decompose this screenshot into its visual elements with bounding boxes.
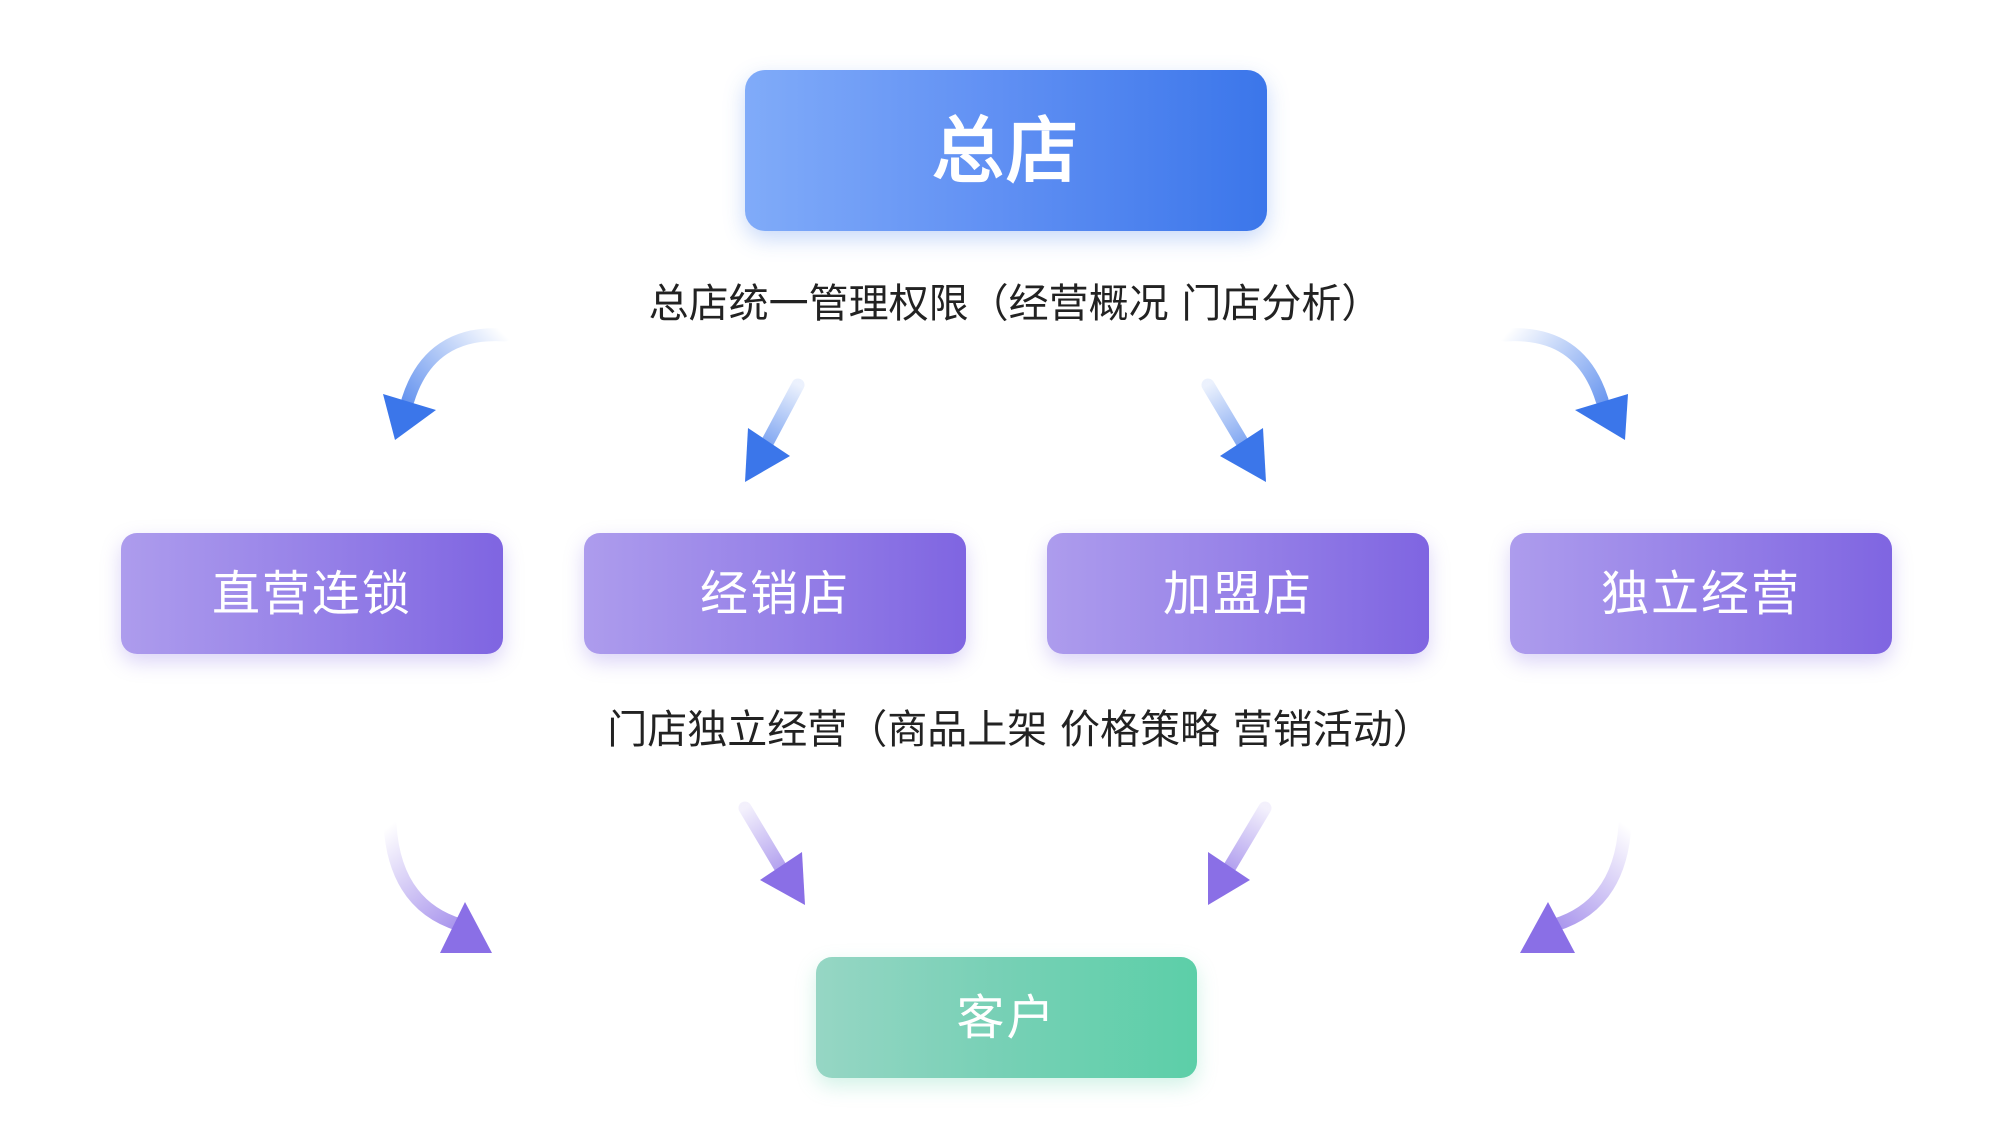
arrow-store-3-to-customer: [1208, 801, 1272, 905]
arrow-hq-to-store-1: [383, 328, 512, 440]
headquarters-caption: 总店统一管理权限（经营概况 门店分析）: [648, 281, 1382, 327]
store-label: 经销店: [699, 565, 850, 622]
headquarters-node: 总店: [745, 70, 1267, 231]
arrow-hq-to-store-3: [1201, 378, 1266, 482]
arrow-store-1-to-customer: [383, 818, 492, 953]
store-node-direct-chain: 直营连锁: [121, 533, 503, 654]
store-caption: 门店独立经营（商品上架 价格策略 营销活动）: [607, 707, 1433, 753]
store-node-independent: 独立经营: [1510, 533, 1892, 654]
store-node-dealer: 经销店: [584, 533, 966, 654]
store-label: 独立经营: [1600, 565, 1801, 622]
store-node-franchise: 加盟店: [1047, 533, 1429, 654]
headquarters-label: 总店: [931, 108, 1080, 193]
arrow-hq-to-store-2: [745, 378, 805, 482]
store-label: 直营连锁: [211, 565, 412, 622]
customer-label: 客户: [956, 989, 1057, 1046]
arrow-hq-to-store-4: [1498, 328, 1628, 440]
customer-node: 客户: [816, 957, 1197, 1078]
store-label: 加盟店: [1162, 565, 1313, 622]
arrow-store-4-to-customer: [1520, 818, 1632, 953]
arrow-store-2-to-customer: [738, 801, 805, 905]
